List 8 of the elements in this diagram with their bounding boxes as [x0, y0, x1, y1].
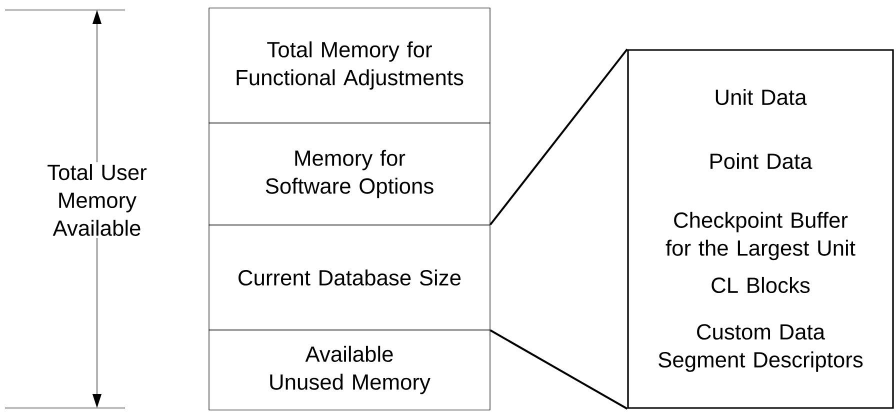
expansion-line: [490, 48, 628, 226]
memory-segment-box: Memory for Software Options: [208, 122, 490, 226]
dimension-label: Total User Memory Available: [28, 162, 166, 238]
expansion-line: [490, 329, 628, 410]
memory-segment-box: Current Database Size: [208, 224, 490, 330]
memory-breakdown-box: Unit Data Point Data Checkpoint Buffer for the Largest Unit CL Blocks Custom Data Segment Descriptors: [627, 49, 894, 409]
memory-segment-box: Available Unused Memory: [208, 330, 490, 410]
memory-segment-box: Total Memory for Functional Adjustments: [208, 8, 490, 124]
